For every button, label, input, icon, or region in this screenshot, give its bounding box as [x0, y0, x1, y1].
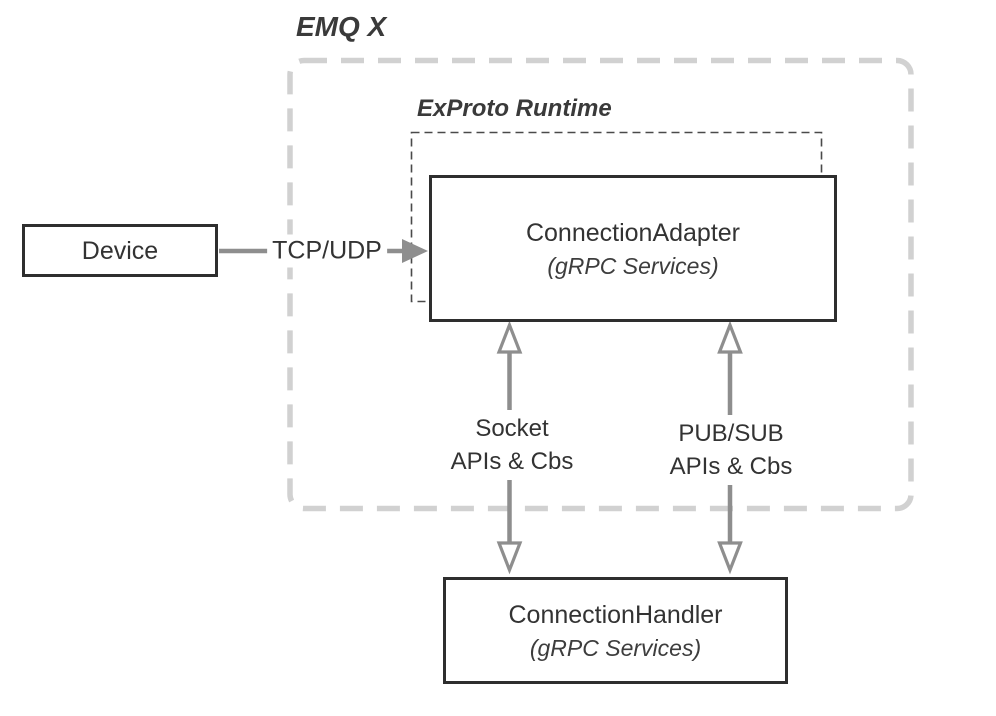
pubsub-arrowhead-down — [717, 541, 743, 575]
connection-handler-node: ConnectionHandler (gRPC Services) — [443, 577, 788, 684]
emqx-group-box — [287, 57, 914, 512]
connection-adapter-title: ConnectionAdapter — [525, 218, 741, 247]
connection-handler-title: ConnectionHandler — [508, 600, 723, 629]
connection-adapter-subtitle: (gRPC Services) — [547, 252, 719, 279]
socket-arrowhead-up — [496, 320, 523, 354]
device-label: Device — [81, 236, 159, 265]
pubsub-edge-label-line2: APIs & Cbs — [669, 453, 793, 480]
pubsub-arrowhead-up — [717, 320, 743, 354]
exproto-runtime-label: ExProto Runtime — [417, 95, 612, 122]
device-node: Device — [22, 224, 218, 277]
socket-edge-label: Socket APIs & Cbs — [443, 410, 581, 480]
connection-handler-subtitle: (gRPC Services) — [529, 634, 702, 661]
tcp-udp-arrowhead — [402, 239, 428, 263]
pubsub-edge-label-line1: PUB/SUB — [678, 420, 784, 447]
socket-edge-label-line1: Socket — [475, 415, 549, 442]
pubsub-edge-label: PUB/SUB APIs & Cbs — [662, 415, 800, 485]
connection-adapter-node: ConnectionAdapter (gRPC Services) — [429, 175, 837, 322]
tcp-udp-edge-label: TCP/UDP — [267, 234, 387, 268]
emqx-group-label: EMQ X — [296, 11, 387, 42]
socket-edge-label-line2: APIs & Cbs — [450, 448, 574, 475]
socket-arrowhead-down — [496, 541, 523, 575]
